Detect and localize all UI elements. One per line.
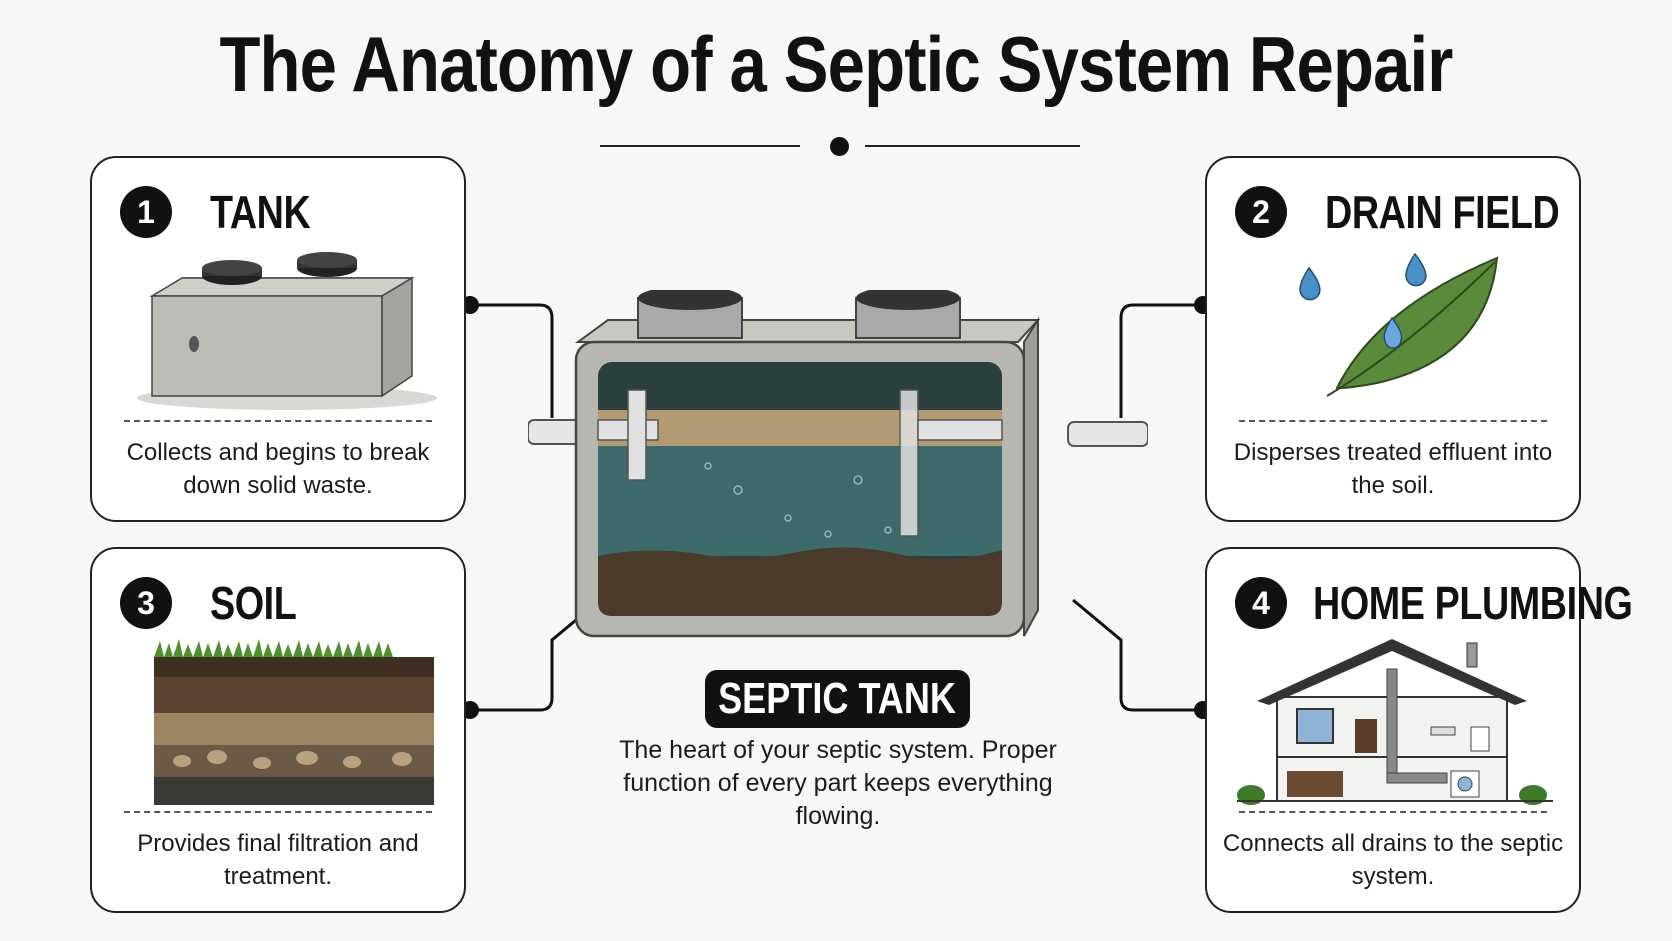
title-divider	[600, 136, 1080, 156]
card-description: Collects and begins to break down solid …	[126, 439, 430, 499]
leaf-water-drops-icon	[1299, 252, 1499, 397]
card-description: Disperses treated effluent into the soil…	[1233, 439, 1553, 499]
card-divider	[1239, 420, 1547, 422]
house-plumbing-icon	[1237, 639, 1553, 805]
card-drain-field: 2 DRAIN FIELD Disperses treated effluent…	[1205, 156, 1581, 522]
card-divider	[1239, 811, 1547, 813]
septic-tank-label-text: SEPTIC TANK	[718, 674, 957, 723]
card-title: TANK	[210, 186, 311, 238]
septic-tank-description: The heart of your septic system. Proper …	[619, 736, 1057, 830]
card-description: Provides final filtration and treatment.	[137, 830, 419, 890]
soil-layers-icon	[154, 639, 434, 805]
card-soil: 3 SOIL Provides final filtration and tre…	[90, 547, 466, 913]
sludge-layer	[598, 547, 1002, 616]
liquid-layer	[598, 446, 1002, 556]
septic-tank-cutaway-illustration	[528, 290, 1148, 638]
outlet-pipe	[1067, 421, 1148, 447]
card-number: 4	[1235, 577, 1287, 629]
septic-tank-label: SEPTIC TANK	[705, 670, 970, 728]
concrete-tank-icon	[137, 252, 437, 410]
card-number: 3	[120, 577, 172, 629]
page-title: The Anatomy of a Septic System Repair	[219, 20, 1453, 108]
divider-dot	[830, 137, 849, 156]
card-tank: 1 TANK Collects and begins to break down…	[90, 156, 466, 522]
card-divider	[124, 420, 432, 422]
card-title: SOIL	[210, 577, 297, 629]
card-number: 2	[1235, 186, 1287, 238]
card-title: DRAIN FIELD	[1325, 186, 1560, 238]
card-divider	[124, 811, 432, 813]
card-description: Connects all drains to the septic system…	[1222, 830, 1564, 890]
card-home-plumbing: 4 HOME PLUMBING Connects all drains to t…	[1205, 547, 1633, 913]
card-number: 1	[120, 186, 172, 238]
card-title: HOME PLUMBING	[1313, 577, 1633, 629]
